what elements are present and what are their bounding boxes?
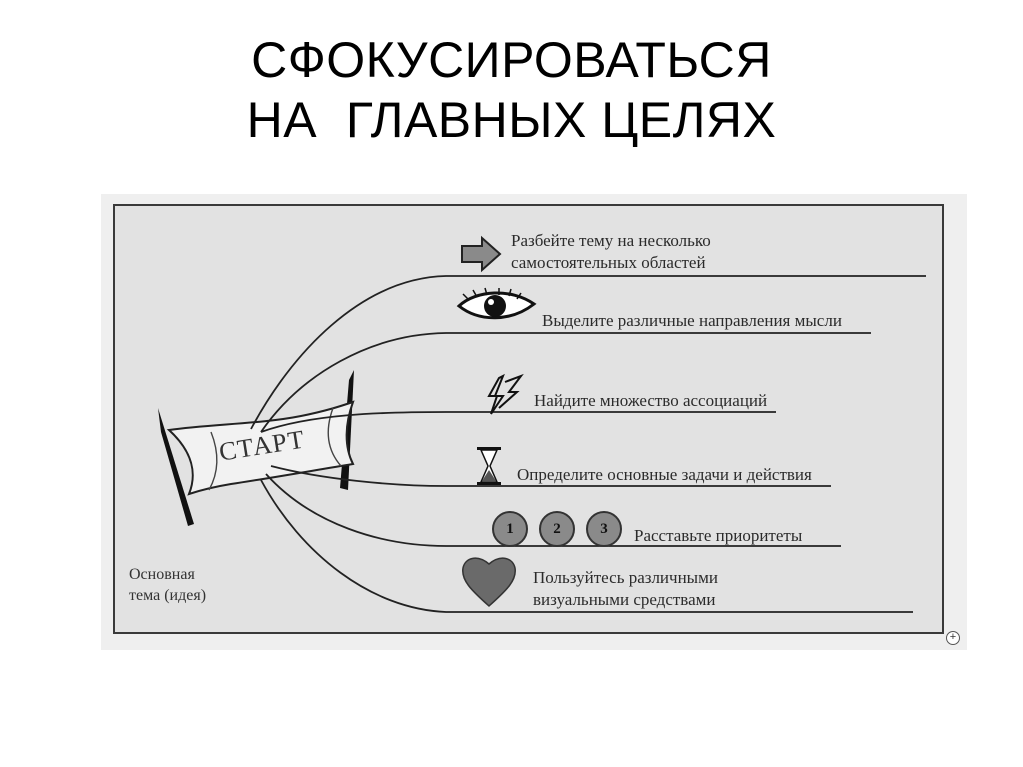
main-topic-line-2: тема (идея): [129, 587, 207, 604]
branch-line-1: [250, 275, 926, 430]
mind-map-figure: 1 2 3 СТАРТ Разбейте тему на несколько с…: [101, 194, 967, 650]
branch-5-label: Расставьте приоритеты: [634, 526, 803, 545]
branch-1-label-line-2: самостоятельных областей: [511, 253, 706, 272]
mind-map-diagram: [158, 235, 926, 613]
priority-badge-1: 1: [492, 511, 528, 547]
branch-2-label: Выделите различные направления мысли: [542, 311, 842, 330]
heart-icon: [462, 557, 516, 608]
branch-line-3: [260, 411, 776, 433]
branch-4-label: Определите основные задачи и действия: [517, 465, 812, 484]
banner-wave-right: [327, 407, 342, 467]
arrow-right-icon: [461, 235, 502, 273]
branch-6-label-line-2: визуальными средствами: [533, 590, 716, 609]
priority-badge-3: 3: [586, 511, 622, 547]
branch-1-label-line-1: Разбейте тему на несколько: [511, 231, 711, 250]
left-pole: [158, 408, 194, 526]
banner-wave: [208, 431, 218, 491]
branch-6-label-line-1: Пользуйтесь различными: [533, 568, 718, 587]
start-banner: [166, 400, 355, 496]
branch-3-label: Найдите множество ассоциаций: [534, 391, 768, 410]
eye-icon: [456, 287, 537, 320]
title-line-1: СФОКУСИРОВАТЬСЯ: [251, 32, 772, 88]
expand-plus-icon[interactable]: +: [946, 631, 960, 645]
priority-badge-2: 2: [539, 511, 575, 547]
branch-line-6: [260, 479, 913, 613]
main-topic-label: Основная тема (идея): [129, 564, 206, 606]
lightning-icon: [487, 373, 524, 415]
title-line-2: НА ГЛАВНЫХ ЦЕЛЯХ: [246, 92, 777, 148]
branch-line-4: [270, 465, 831, 487]
branch-line-5: [265, 473, 841, 547]
main-topic-line-1: Основная: [129, 566, 195, 583]
slide-title: СФОКУСИРОВАТЬСЯ НА ГЛАВНЫХ ЦЕЛЯХ: [0, 30, 1023, 150]
hourglass-icon: [477, 447, 501, 485]
branch-line-2: [260, 332, 871, 433]
